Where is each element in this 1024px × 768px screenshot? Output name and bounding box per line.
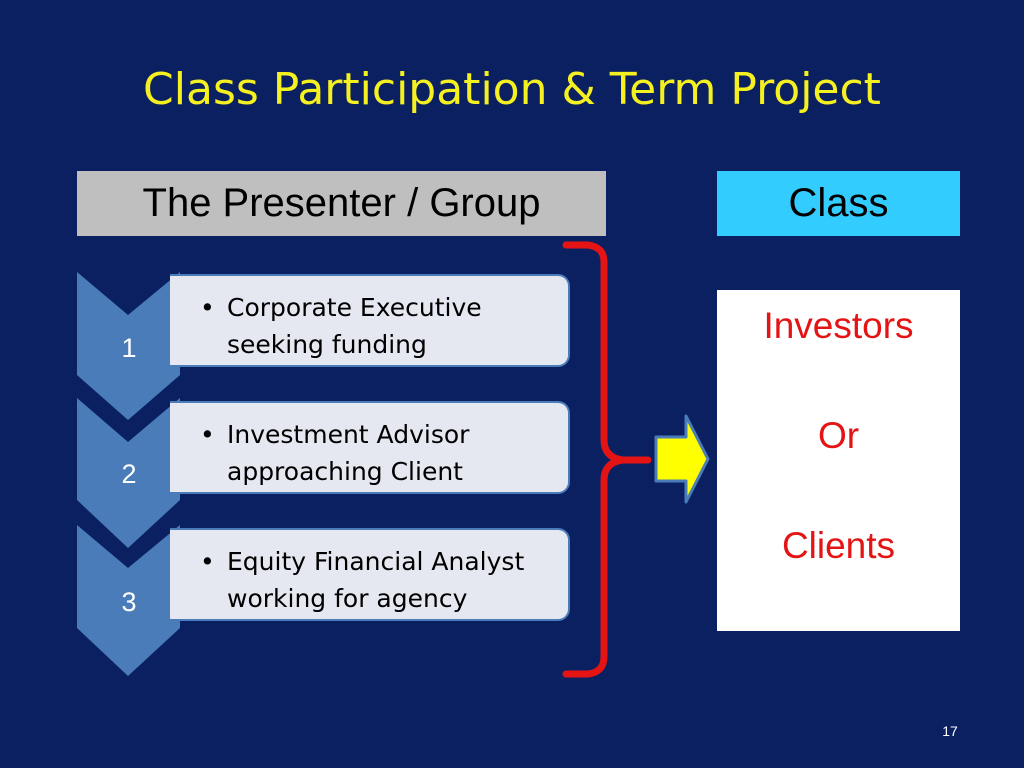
class-header: Class	[717, 171, 960, 236]
bullet-icon: •	[200, 293, 215, 322]
page-number: 17	[942, 723, 958, 739]
audience-box: Investors Or Clients	[717, 290, 960, 631]
slide-title: Class Participation & Term Project	[143, 64, 881, 115]
role-label: Corporate Executive seeking funding	[227, 293, 482, 359]
role-text-1: • Corporate Executive seeking funding	[200, 289, 550, 363]
step-number-3: 3	[121, 587, 137, 617]
audience-investors: Investors	[763, 305, 914, 346]
right-brace	[562, 241, 652, 678]
chevron-1	[77, 272, 180, 420]
presenter-group-header: The Presenter / Group	[77, 171, 606, 236]
step-number-1: 1	[121, 333, 137, 363]
bullet-icon: •	[200, 547, 215, 576]
audience-or: Or	[817, 415, 860, 456]
role-card-2: • Investment Advisor approaching Client	[170, 401, 570, 494]
step-number-2: 2	[121, 459, 137, 489]
bullet-icon: •	[200, 420, 215, 449]
chevron-2	[77, 398, 180, 548]
role-text-3: • Equity Financial Analyst working for a…	[200, 543, 550, 617]
role-label: Equity Financial Analyst working for age…	[227, 547, 525, 613]
arrow-right-icon	[654, 414, 710, 504]
role-card-1: • Corporate Executive seeking funding	[170, 274, 570, 367]
role-card-3: • Equity Financial Analyst working for a…	[170, 528, 570, 621]
audience-clients: Clients	[781, 525, 896, 566]
role-label: Investment Advisor approaching Client	[227, 420, 470, 486]
role-text-2: • Investment Advisor approaching Client	[200, 416, 550, 490]
chevron-3	[77, 525, 180, 676]
